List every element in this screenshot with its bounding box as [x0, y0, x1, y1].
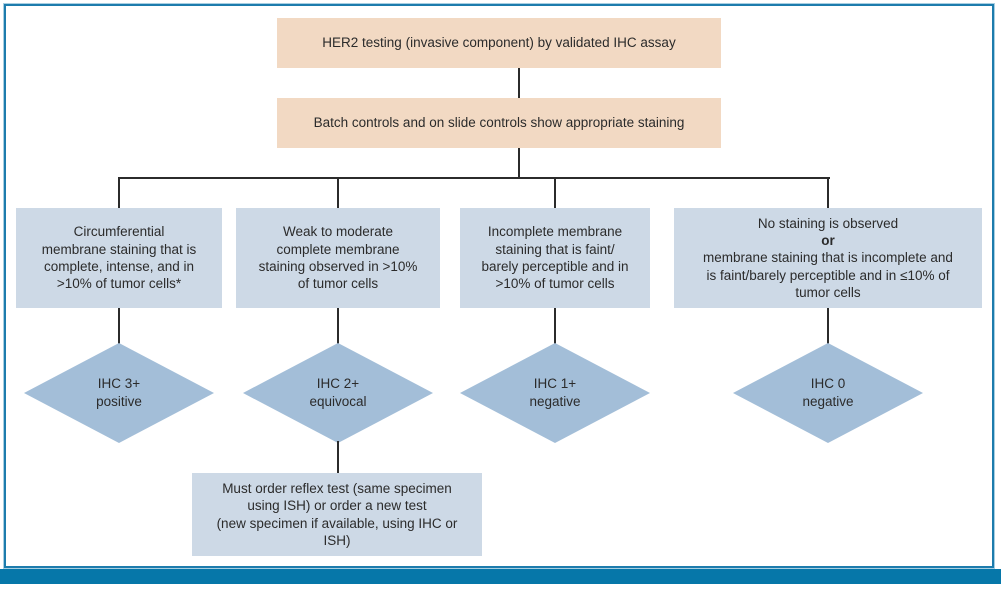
drop-branch-3 [554, 177, 556, 208]
result-diamond-ihc0-negative: IHC 0 negative [733, 343, 923, 443]
drop-branch-1 [118, 177, 120, 208]
drop-branch-2 [337, 177, 339, 208]
criteria-ihc0-or: or [821, 233, 835, 249]
criteria-box-ihc1: Incomplete membrane staining that is fai… [460, 208, 650, 308]
connector-criteria4-to-diamond [827, 308, 829, 344]
criteria-box-ihc0: No staining is observed or membrane stai… [674, 208, 982, 308]
her2-testing-box: HER2 testing (invasive component) by val… [277, 18, 721, 68]
criteria-box-ihc2: Weak to moderate complete membrane stain… [236, 208, 440, 308]
criteria-ihc0-text: No staining is observed or membrane stai… [703, 215, 953, 301]
criteria-box-ihc3: Circumferential membrane staining that i… [16, 208, 222, 308]
branch-rail [118, 177, 830, 179]
connector-diamond2-to-reflex [337, 441, 339, 474]
result-diamond-ihc1-negative: IHC 1+ negative [460, 343, 650, 443]
reflex-test-box: Must order reflex test (same specimen us… [192, 473, 482, 556]
connector-controls-to-rail [518, 148, 520, 178]
connector-top-to-controls [518, 68, 520, 98]
result-diamond-ihc3-positive: IHC 3+ positive [24, 343, 214, 443]
drop-branch-4 [827, 177, 829, 208]
connector-criteria2-to-diamond [337, 308, 339, 344]
bottom-accent-bar [0, 569, 1001, 584]
batch-controls-box: Batch controls and on slide controls sho… [277, 98, 721, 148]
connector-criteria3-to-diamond [554, 308, 556, 344]
connector-criteria1-to-diamond [118, 308, 120, 344]
criteria-ihc0-line1: No staining is observed [757, 215, 899, 231]
criteria-ihc0-rest: membrane staining that is incomplete and… [703, 250, 953, 300]
result-diamond-ihc2-equivocal: IHC 2+ equivocal [243, 343, 433, 443]
